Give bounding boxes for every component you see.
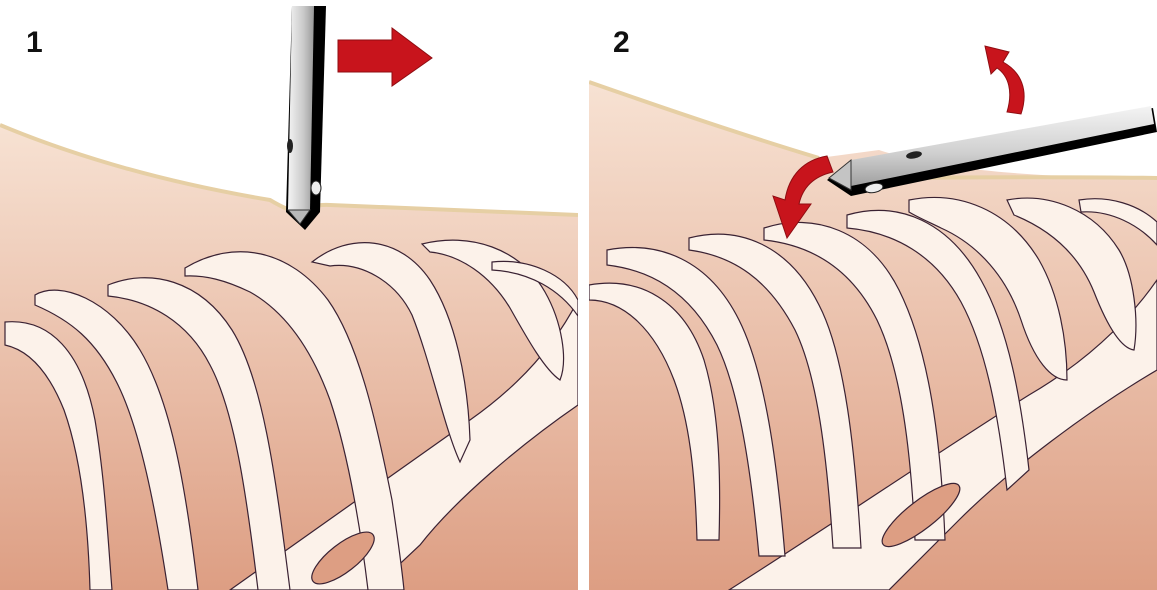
curved-arrow-icon [985, 46, 1024, 114]
cannula-icon [286, 6, 326, 230]
step-1-panel: 1 [0, 0, 578, 590]
step-1-illustration [0, 0, 578, 590]
step-number: 1 [26, 28, 43, 58]
step-2-panel: 2 [589, 0, 1157, 590]
step-2-illustration [589, 0, 1157, 590]
step-number: 2 [613, 28, 630, 58]
arrow-right-icon [338, 28, 432, 86]
